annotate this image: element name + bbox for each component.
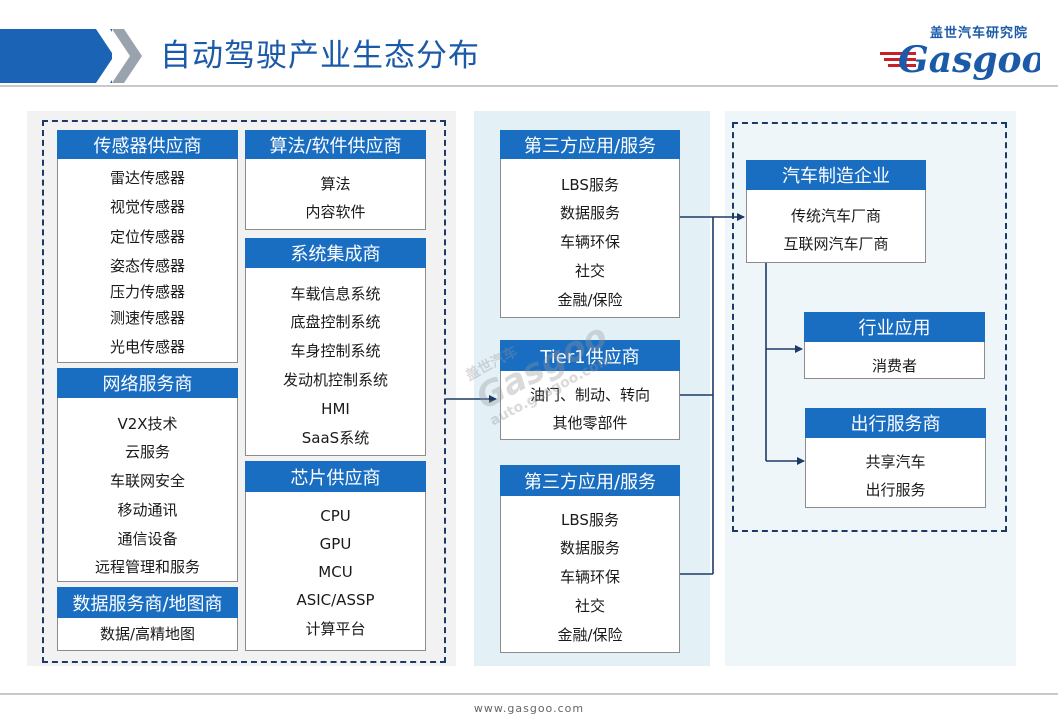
gasgoo-logo-icon: Gasgoo xyxy=(880,39,1040,81)
list-item: MCU xyxy=(318,563,353,581)
list-item: 定位传感器 xyxy=(109,228,185,246)
logo-cn-text: 盖世汽车研究院 xyxy=(930,26,1029,41)
list-item: SaaS系统 xyxy=(301,429,370,447)
list-item: 数据服务 xyxy=(559,204,620,222)
list-item: GPU xyxy=(319,535,352,553)
third-party-top-title: 第三方应用/服务 xyxy=(500,130,680,159)
list-item: 计算平台 xyxy=(305,620,366,638)
footer-url: www.gasgoo.com xyxy=(473,702,585,715)
right-dashed-frame xyxy=(732,122,1007,532)
list-item: 车辆环保 xyxy=(559,233,620,251)
chip-supplier-title: 芯片供应商 xyxy=(245,461,426,492)
sensor-supplier-box: 传感器供应商 雷达传感器 视觉传感器 定位传感器 姿态传感器 压力传感器 测速传… xyxy=(57,130,238,363)
logo-en-text: Gasgoo xyxy=(898,39,1040,81)
footer-divider xyxy=(0,693,1058,695)
algorithm-software-box: 算法/软件供应商 算法 内容软件 xyxy=(245,130,426,230)
third-party-bottom-box: 第三方应用/服务 LBS服务 数据服务 车辆环保 社交 金融/保险 xyxy=(500,465,680,653)
industry-application-title: 行业应用 xyxy=(804,312,985,342)
system-integrator-title: 系统集成商 xyxy=(245,238,426,268)
list-item: 金融/保险 xyxy=(557,291,623,309)
list-item: 车联网安全 xyxy=(109,472,185,490)
list-item: 消费者 xyxy=(871,357,917,375)
list-item: 共享汽车 xyxy=(865,453,926,471)
list-item: V2X技术 xyxy=(117,415,178,433)
list-item: 出行服务 xyxy=(865,481,926,499)
list-item: HMI xyxy=(321,400,350,418)
list-item: 底盘控制系统 xyxy=(290,313,381,331)
network-service-box: 网络服务商 V2X技术 云服务 车联网安全 移动通讯 通信设备 远程管理和服务 xyxy=(57,368,238,582)
third-party-bottom-title: 第三方应用/服务 xyxy=(500,465,680,496)
list-item: 光电传感器 xyxy=(109,338,185,356)
chip-supplier-box: 芯片供应商 CPU GPU MCU ASIC/ASSP 计算平台 xyxy=(245,461,426,651)
list-item: 移动通讯 xyxy=(117,501,178,519)
network-service-title: 网络服务商 xyxy=(57,368,238,398)
list-item: ASIC/ASSP xyxy=(296,591,375,609)
list-item: 视觉传感器 xyxy=(109,198,185,216)
list-item: 数据/高精地图 xyxy=(99,625,196,643)
list-item: 发动机控制系统 xyxy=(282,371,388,389)
list-item: 金融/保险 xyxy=(557,626,623,644)
list-item: CPU xyxy=(320,507,351,525)
list-item: 压力传感器 xyxy=(109,283,185,301)
list-item: 互联网汽车厂商 xyxy=(783,235,889,253)
header-band xyxy=(0,29,112,83)
list-item: 通信设备 xyxy=(117,530,178,548)
third-party-top-box: 第三方应用/服务 LBS服务 数据服务 车辆环保 社交 金融/保险 xyxy=(500,130,680,318)
list-item: 社交 xyxy=(574,597,605,615)
data-map-box: 数据服务商/地图商 数据/高精地图 xyxy=(57,587,238,651)
list-item: 车载信息系统 xyxy=(290,285,381,303)
header-chevron-icon xyxy=(96,29,142,83)
list-item: 雷达传感器 xyxy=(109,169,185,187)
tier1-supplier-title: Tier1供应商 xyxy=(500,340,680,371)
list-item: 油门、制动、转向 xyxy=(529,386,650,404)
oem-box: 汽车制造企业 传统汽车厂商 互联网汽车厂商 xyxy=(746,160,926,263)
tier1-supplier-box: Tier1供应商 油门、制动、转向 其他零部件 xyxy=(500,340,680,440)
oem-title: 汽车制造企业 xyxy=(746,160,926,190)
list-item: 其他零部件 xyxy=(552,414,628,432)
list-item: 测速传感器 xyxy=(109,309,185,327)
left-dashed-frame xyxy=(42,120,446,663)
mobility-service-title: 出行服务商 xyxy=(805,408,986,438)
list-item: 算法 xyxy=(320,175,351,193)
list-item: LBS服务 xyxy=(561,511,619,529)
list-item: 云服务 xyxy=(124,443,170,461)
mobility-service-box: 出行服务商 共享汽车 出行服务 xyxy=(805,408,986,508)
list-item: 社交 xyxy=(574,262,605,280)
algorithm-software-title: 算法/软件供应商 xyxy=(245,130,426,159)
list-item: LBS服务 xyxy=(561,176,619,194)
industry-application-box: 行业应用 消费者 xyxy=(804,312,985,379)
list-item: 车辆环保 xyxy=(559,568,620,586)
list-item: 远程管理和服务 xyxy=(94,558,200,576)
list-item: 姿态传感器 xyxy=(109,257,185,275)
data-map-title: 数据服务商/地图商 xyxy=(57,587,238,618)
page-title: 自动驾驶产业生态分布 xyxy=(160,38,480,74)
list-item: 数据服务 xyxy=(559,539,620,557)
sensor-supplier-title: 传感器供应商 xyxy=(57,130,238,159)
list-item: 内容软件 xyxy=(305,203,366,221)
header-divider xyxy=(0,85,1058,87)
list-item: 传统汽车厂商 xyxy=(790,207,881,225)
list-item: 车身控制系统 xyxy=(290,342,381,360)
system-integrator-box: 系统集成商 车载信息系统 底盘控制系统 车身控制系统 发动机控制系统 HMI S… xyxy=(245,238,426,456)
